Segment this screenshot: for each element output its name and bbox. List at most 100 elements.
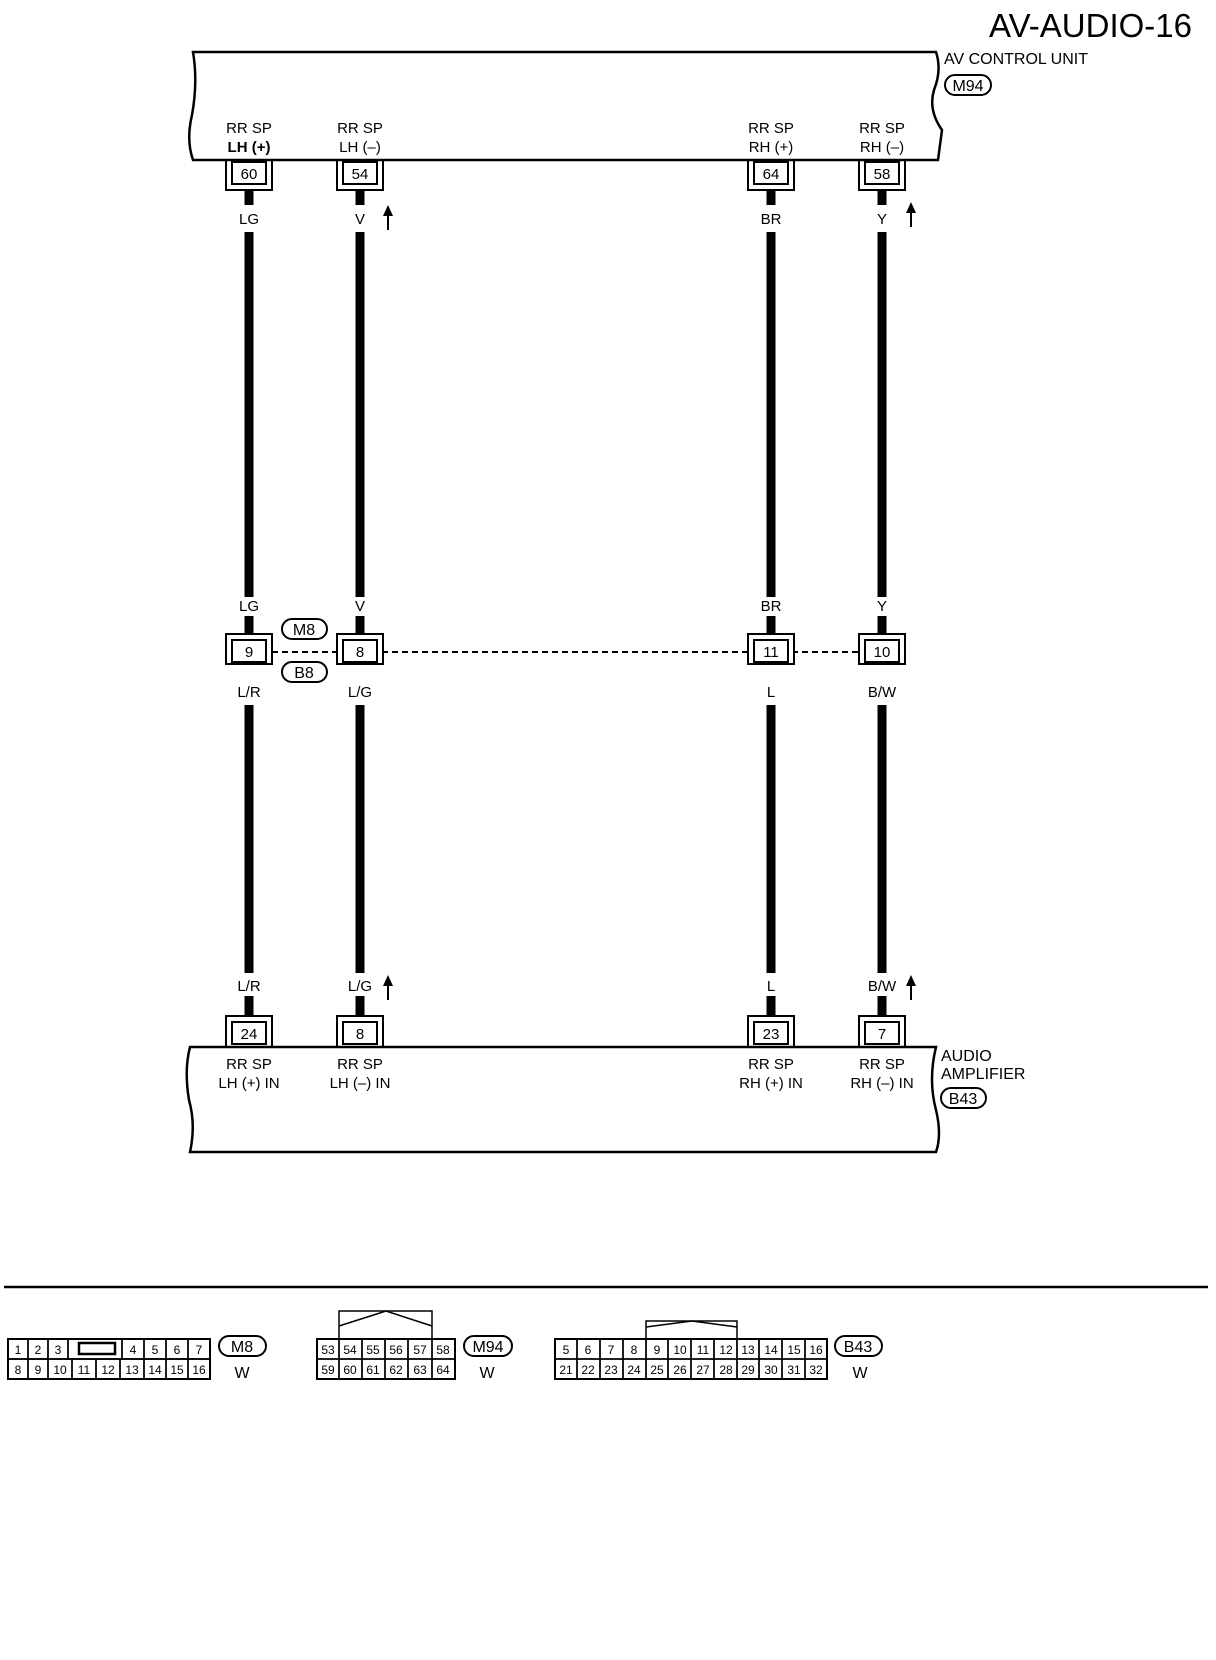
bottom-label-line1: RR SP (226, 1056, 272, 1073)
connector-color: W (852, 1365, 868, 1382)
top-label-line2: RH (+) (749, 139, 794, 156)
top-pin: 64 (763, 166, 780, 183)
circuit-rr-sp-rh-plus: RR SP RH (+) 64 BR BR 11 L L 23 RR SP RH… (739, 120, 803, 1092)
mid-bottom-wire-color: L/R (237, 684, 261, 701)
top-label-line2: RH (–) (860, 139, 904, 156)
mid-top-wire-color: LG (239, 598, 259, 615)
pin-cell: 64 (436, 1363, 450, 1377)
b43-connector-oval (940, 1087, 987, 1109)
pin-cell: 22 (581, 1363, 595, 1377)
pin-cell: 15 (170, 1363, 184, 1377)
top-pin-box (753, 161, 789, 185)
connector-id: M8 (231, 1339, 253, 1356)
top-label-line1: RR SP (337, 120, 383, 137)
mid-top-wire-color: V (355, 598, 365, 615)
b8-connector-oval (281, 661, 328, 683)
top-pin: 58 (874, 166, 891, 183)
bottom-label-line2: LH (–) IN (330, 1075, 391, 1092)
top-label-line2: LH (+) (228, 139, 271, 156)
pin-cell: 15 (787, 1343, 801, 1357)
pin-cell: 8 (631, 1343, 638, 1357)
mid-pin-box (231, 639, 267, 663)
top-label-line1: RR SP (748, 120, 794, 137)
pin-cell: 5 (563, 1343, 570, 1357)
pin-cell: 54 (343, 1343, 357, 1357)
b43-connector-ref: B43 (949, 1091, 978, 1108)
bottom-pin: 23 (763, 1026, 780, 1043)
bottom-label-line1: RR SP (337, 1056, 383, 1073)
signal-arrow-icon (383, 975, 393, 1000)
bottom-wire-color: L (767, 978, 775, 995)
top-pin: 54 (352, 166, 369, 183)
pin-cell: 11 (697, 1343, 710, 1357)
pin-cell: 28 (719, 1363, 733, 1377)
pin-cell: 16 (192, 1363, 206, 1377)
connector-latch (77, 1341, 117, 1356)
bottom-wire-color: L/G (348, 978, 372, 995)
pin-cell: 8 (15, 1363, 22, 1377)
top-wire-color: BR (761, 211, 782, 228)
bottom-pin: 8 (356, 1026, 364, 1043)
pin-cell: 62 (389, 1363, 403, 1377)
bottom-pin-box (864, 1021, 900, 1045)
bottom-pin-box (231, 1021, 267, 1045)
bottom-label-line1: RR SP (859, 1056, 905, 1073)
pin-cell: 24 (627, 1363, 641, 1377)
pin-cell: 13 (125, 1363, 139, 1377)
pin-cell: 12 (719, 1343, 733, 1357)
connector-view-m94: 53 54 55 56 57 58 59 60 61 62 63 64 M94 … (316, 1310, 513, 1382)
pin-cell: 13 (741, 1343, 755, 1357)
connector-id: M94 (472, 1339, 503, 1356)
mid-pin: 9 (245, 644, 253, 661)
pin-cell: 58 (436, 1343, 450, 1357)
audio-amplifier-label-2: AMPLIFIER (941, 1066, 1025, 1083)
circuit-rr-sp-lh-minus: RR SP LH (–) 54 V V 8 L/G L/G 8 RR SP LH… (330, 120, 393, 1092)
bottom-pin-box (753, 1021, 789, 1045)
pin-cell: 12 (101, 1363, 115, 1377)
pin-cell: 6 (585, 1343, 592, 1357)
pin-cell: 61 (366, 1363, 380, 1377)
m94-connector-oval (944, 74, 992, 96)
connector-id: B43 (844, 1339, 873, 1356)
mid-bottom-wire-color: L (767, 684, 775, 701)
pin-cell: 55 (366, 1343, 380, 1357)
av-control-unit-label: AV CONTROL UNIT (944, 51, 1088, 68)
top-label-line1: RR SP (226, 120, 272, 137)
pin-cell: 31 (787, 1363, 801, 1377)
mid-pin: 8 (356, 644, 364, 661)
pin-cell: 5 (152, 1343, 159, 1357)
mid-pin: 11 (763, 644, 779, 661)
pin-cell: 10 (673, 1343, 687, 1357)
pin-cell: 27 (696, 1363, 710, 1377)
connector-view-m8: 1 2 3 4 5 6 7 8 9 10 11 12 13 14 15 16 M… (7, 1335, 267, 1382)
pin-cell: 59 (321, 1363, 335, 1377)
m94-connector-ref: M94 (952, 78, 983, 95)
bottom-pin: 24 (241, 1026, 258, 1043)
top-pin-box (231, 161, 267, 185)
mid-pin: 10 (874, 644, 891, 661)
circuit-rr-sp-lh-plus: RR SP LH (+) 60 LG LG 9 L/R L/R 24 RR SP… (218, 120, 279, 1092)
pin-cell: 53 (321, 1343, 335, 1357)
connector-color: W (234, 1365, 250, 1382)
pin-cell: 26 (673, 1363, 687, 1377)
pin-cell: 63 (413, 1363, 427, 1377)
m8-connector-ref: M8 (293, 622, 315, 639)
mid-pin-box (342, 639, 378, 663)
connector-view-b43: 5 6 7 8 9 10 11 12 13 14 15 16 21 22 23 … (554, 1320, 883, 1382)
pin-cell: 30 (764, 1363, 778, 1377)
signal-arrow-icon (383, 205, 393, 230)
m8-connector-oval (281, 618, 328, 640)
b8-connector-ref: B8 (294, 665, 314, 682)
pin-cell: 1 (15, 1343, 22, 1357)
bottom-label-line2: RH (+) IN (739, 1075, 803, 1092)
av-control-unit-box (188, 50, 944, 162)
pin-cell: 11 (78, 1363, 91, 1377)
pin-cell: 2 (35, 1343, 42, 1357)
bottom-pin-box (342, 1021, 378, 1045)
pin-cell: 14 (148, 1363, 162, 1377)
top-pin-box (864, 161, 900, 185)
audio-amplifier-box (185, 1045, 941, 1154)
pin-cell: 56 (389, 1343, 403, 1357)
pin-cell: 32 (809, 1363, 823, 1377)
pin-cell: 9 (35, 1363, 42, 1377)
